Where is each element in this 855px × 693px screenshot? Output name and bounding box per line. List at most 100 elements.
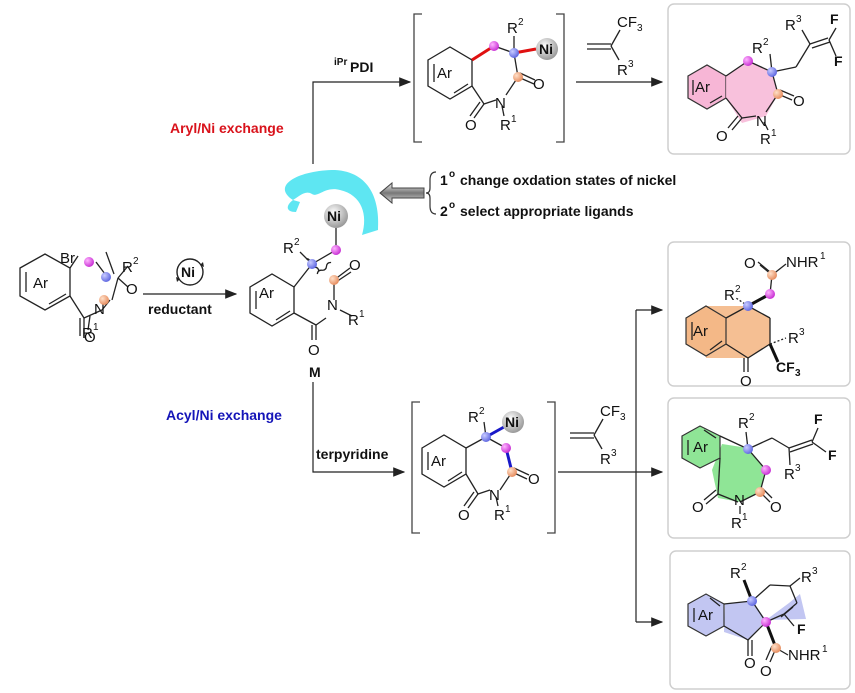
svg-text:O: O — [533, 76, 545, 93]
ni-sphere — [324, 204, 348, 228]
svg-text:O: O — [465, 117, 477, 134]
acyl-path: Acyl/Ni exchange terpyridine Ni — [166, 241, 851, 690]
svg-text:R: R — [760, 131, 771, 148]
strategy-item-2: 2 o select appropriate ligands — [440, 200, 634, 219]
step1-arrow: Ni reductant — [143, 258, 238, 317]
magenta-node — [331, 245, 341, 255]
svg-text:R: R — [801, 569, 812, 586]
svg-text:PDI: PDI — [350, 59, 373, 75]
carbonyl-oxygen: O — [84, 329, 96, 346]
svg-text:Ni: Ni — [505, 414, 519, 430]
svg-text:O: O — [793, 93, 805, 110]
svg-text:1: 1 — [505, 504, 511, 515]
svg-text:F: F — [828, 447, 837, 463]
start-material: Ar Br O N O R 1 R 2 — [19, 250, 139, 346]
aryl-product: Ar R 2 R 3 F F O N O R 1 — [687, 11, 843, 148]
br-label: Br — [60, 250, 75, 267]
svg-text:iPr: iPr — [334, 57, 347, 68]
svg-text:R: R — [500, 117, 511, 134]
oxygen-label: O — [126, 281, 138, 298]
aryl-path: Aryl/Ni exchange iPr PDI — [170, 3, 851, 164]
svg-text:R: R — [752, 40, 763, 57]
svg-text:3: 3 — [795, 368, 801, 379]
start-r2: R 2 — [122, 256, 139, 276]
bracket-left — [411, 401, 420, 534]
svg-text:O: O — [692, 499, 704, 516]
svg-text:F: F — [814, 411, 823, 427]
aryl-reagent: CF 3 R 3 — [587, 14, 643, 79]
svg-text:2: 2 — [763, 37, 769, 48]
ligand-shape — [284, 170, 379, 235]
nitrogen-label: N — [94, 301, 105, 318]
catalytic-cycle-icon — [176, 258, 204, 286]
svg-text:R: R — [617, 62, 628, 79]
svg-text:CF: CF — [617, 14, 637, 31]
svg-text:CF: CF — [600, 403, 620, 420]
strategy-item-1: 1 o change oxdation states of nickel — [440, 169, 676, 188]
svg-text:2: 2 — [735, 284, 741, 295]
ni-label: Ni — [327, 208, 341, 224]
m-r1: R 1 — [348, 309, 365, 329]
magenta-node — [84, 257, 94, 267]
svg-text:O: O — [744, 655, 756, 672]
acyl-product-1: Ar R 2 O NHR 1 R 3 CF 3 O — [685, 251, 826, 390]
svg-text:O: O — [744, 255, 756, 272]
orange-node — [99, 295, 109, 305]
svg-text:o: o — [449, 200, 455, 211]
ar-label: Ar — [259, 285, 274, 302]
m-label: M — [309, 364, 321, 380]
svg-text:R: R — [785, 17, 796, 34]
svg-text:O: O — [458, 507, 470, 524]
svg-text:o: o — [449, 169, 455, 180]
svg-text:O: O — [770, 499, 782, 516]
svg-text:R: R — [788, 330, 799, 347]
aryl-ni-intermediate: Ni Ar R 2 O N O R 1 — [427, 17, 558, 134]
svg-text:1: 1 — [742, 512, 748, 523]
svg-text:Ar: Ar — [431, 453, 446, 470]
svg-text:select appropriate ligands: select appropriate ligands — [460, 203, 634, 219]
acyl-product-3: Ar R 2 R 3 F NHR 1 O O — [687, 562, 828, 680]
terpyridine-label: terpyridine — [316, 446, 389, 462]
m-r2: R 2 — [283, 237, 300, 257]
svg-text:N: N — [495, 95, 506, 112]
svg-text:1: 1 — [359, 309, 365, 320]
svg-text:N: N — [756, 113, 767, 130]
svg-text:Ar: Ar — [695, 79, 710, 96]
svg-text:3: 3 — [796, 14, 802, 25]
svg-text:R: R — [731, 515, 742, 532]
ar-label: Ar — [33, 275, 48, 292]
svg-text:1: 1 — [820, 251, 826, 262]
svg-text:NHR: NHR — [786, 254, 819, 271]
svg-text:1: 1 — [771, 128, 777, 139]
svg-text:R: R — [494, 507, 505, 524]
acyl-exchange-label: Acyl/Ni exchange — [166, 407, 282, 423]
svg-text:3: 3 — [611, 448, 617, 459]
brace-icon — [425, 171, 437, 215]
svg-text:R: R — [348, 312, 359, 329]
svg-text:3: 3 — [628, 59, 634, 70]
svg-text:F: F — [834, 53, 843, 69]
carbonyl-oxygen: O — [308, 342, 320, 359]
svg-text:F: F — [797, 621, 806, 637]
open-arrow-icon — [379, 181, 425, 205]
svg-text:F: F — [830, 11, 839, 27]
svg-text:2: 2 — [518, 17, 524, 28]
strategy-note: 1 o change oxdation states of nickel 2 o… — [379, 169, 676, 219]
acyl-product-2: Ar R 2 F F R 3 O N O R 1 — [681, 411, 837, 532]
svg-text:R: R — [507, 20, 518, 37]
svg-text:2: 2 — [294, 237, 300, 248]
svg-text:3: 3 — [795, 463, 801, 474]
blue-node — [307, 259, 317, 269]
svg-text:R: R — [730, 565, 741, 582]
svg-text:R: R — [82, 325, 93, 342]
svg-text:R: R — [600, 451, 611, 468]
svg-text:O: O — [740, 373, 752, 390]
start-r1: R 1 — [82, 322, 99, 342]
svg-text:1: 1 — [822, 644, 828, 655]
svg-text:2: 2 — [749, 412, 755, 423]
svg-text:R: R — [784, 466, 795, 483]
svg-text:1: 1 — [440, 172, 448, 188]
bracket-left — [413, 13, 422, 143]
svg-text:O: O — [760, 663, 772, 680]
